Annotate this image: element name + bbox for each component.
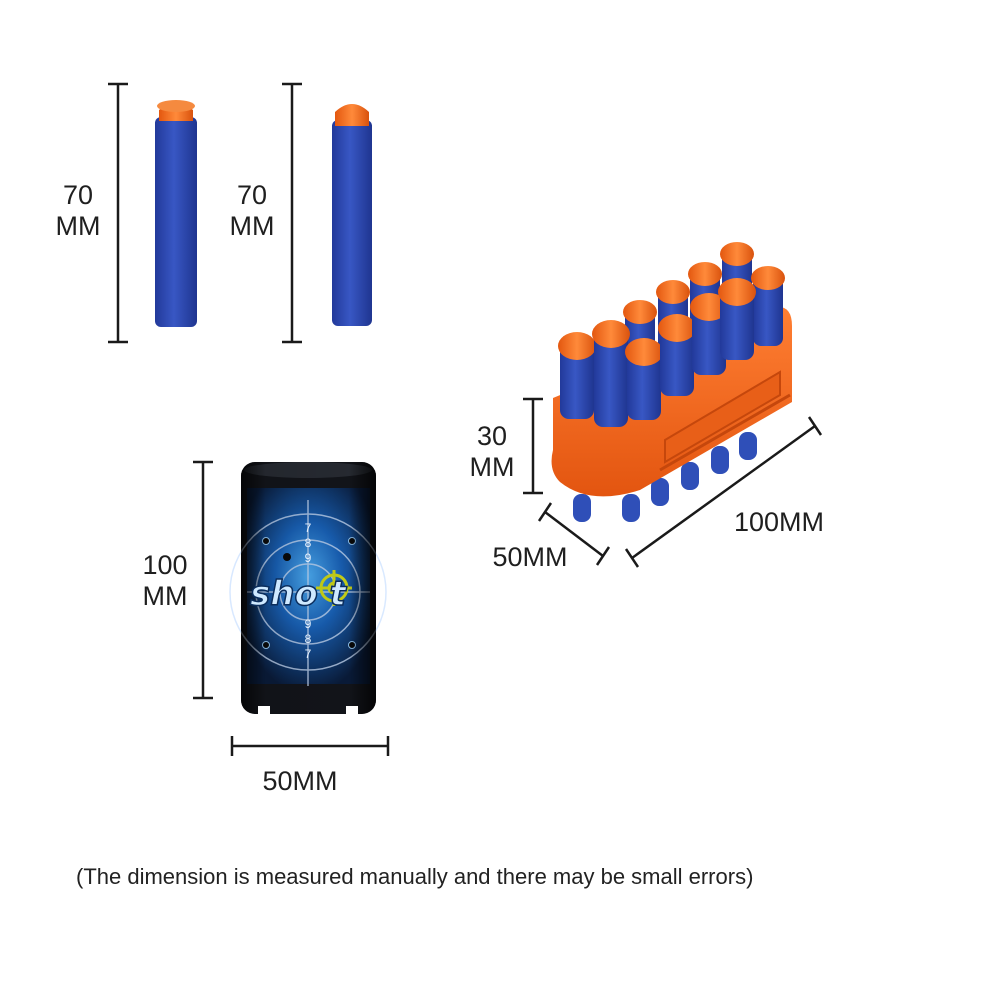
holder-dart [560,344,594,419]
can-width-label: 50MM [262,766,338,796]
holder-dart-stub [573,494,591,522]
holder-clip [664,370,781,464]
dart-round-dimension-line [282,82,302,344]
holder-dart-tip [720,242,754,266]
holder-dart [594,332,628,427]
can-number-bottom-1: 9 [305,617,312,631]
holder-height-label: 30 MM [469,421,515,482]
can-height-label: 100 MM [142,550,188,611]
holder-dart-stub [711,446,729,474]
holder-length-label: 100MM [733,507,825,537]
holder-dart-tip [592,320,630,348]
holder-depth-label: 50MM [492,542,568,572]
suction-cup [157,100,195,112]
holder-dart [753,276,783,346]
dart-tip [335,104,369,126]
holder-dart [692,305,726,375]
dart-foam-body [332,120,372,326]
holder-dart [720,290,754,360]
can-number-top-2: 8 [305,536,312,550]
holder-length-dimension-line [624,416,823,568]
can-number-top-1: 7 [305,521,312,535]
holder-dart-tip [623,300,657,324]
can-number-bottom-2: 8 [305,632,312,646]
dart-suction-dimension-line [108,82,128,344]
holder-height-dimension-line [523,397,543,495]
holder-dart-tip [690,293,728,321]
holder-dart-tip [718,278,756,306]
can-height-dimension-line [193,460,213,700]
holder-depth-dimension-line [537,502,611,566]
holder-dart-stub [651,478,669,506]
holder-dart [627,350,661,420]
dart-suction-height-label: 70 MM [55,180,101,241]
holder-dart-tip [625,338,663,366]
can-shoot-word: sho t [250,574,348,614]
holder-dart-tip [656,280,690,304]
measurement-note: (The dimension is measured manually and … [40,864,960,890]
holder-dart-stub [681,462,699,490]
dart-round-tip [332,104,372,326]
can-width-dimension-line [230,736,390,756]
holder-dart-tip [688,262,722,286]
holder-dart-tip [751,266,785,290]
holder-dart [660,326,694,396]
holder-clip-groove [659,393,791,472]
holder-dart-tip [558,332,596,360]
dart-suction-tip [155,100,197,327]
can-number-top-3: 9 [305,551,312,565]
dart-round-height-label: 70 MM [229,180,275,241]
holder-dart-tip [658,314,696,342]
holder-dart-stub [739,432,757,460]
can-target [229,462,387,716]
dart-holder [551,242,792,522]
measurement-note-text: (The dimension is measured manually and … [76,864,754,889]
dart-foam-body [155,117,197,327]
holder-dart-stub [622,494,640,522]
can-number-bottom-3: 7 [305,647,312,661]
